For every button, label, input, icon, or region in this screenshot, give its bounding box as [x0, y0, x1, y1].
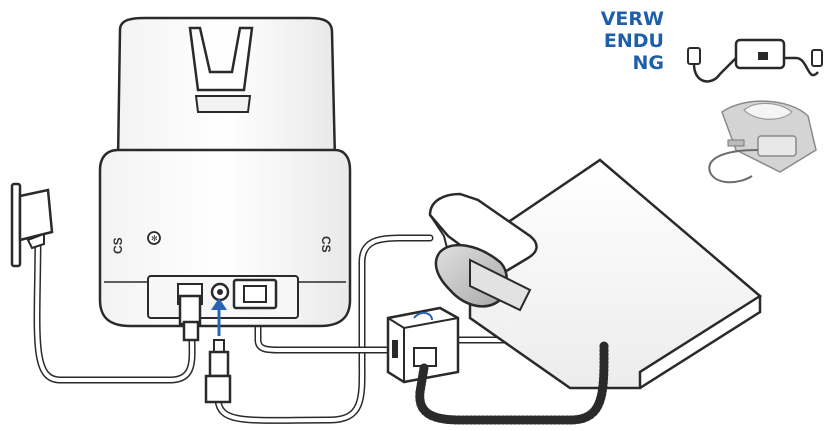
svg-text:✻: ✻ — [151, 234, 158, 243]
base-label-right: CS — [319, 236, 333, 253]
handset-lifter-accessory-icon — [709, 101, 816, 182]
cable-accessory-icon — [688, 40, 822, 81]
page-title: VERW ENDU NG — [560, 8, 664, 74]
power-plug — [180, 296, 200, 340]
base-label-left: CS — [111, 237, 125, 254]
audio-plug — [206, 340, 230, 402]
base-station: ✻ CS CS — [100, 18, 350, 326]
power-adapter — [12, 184, 52, 266]
